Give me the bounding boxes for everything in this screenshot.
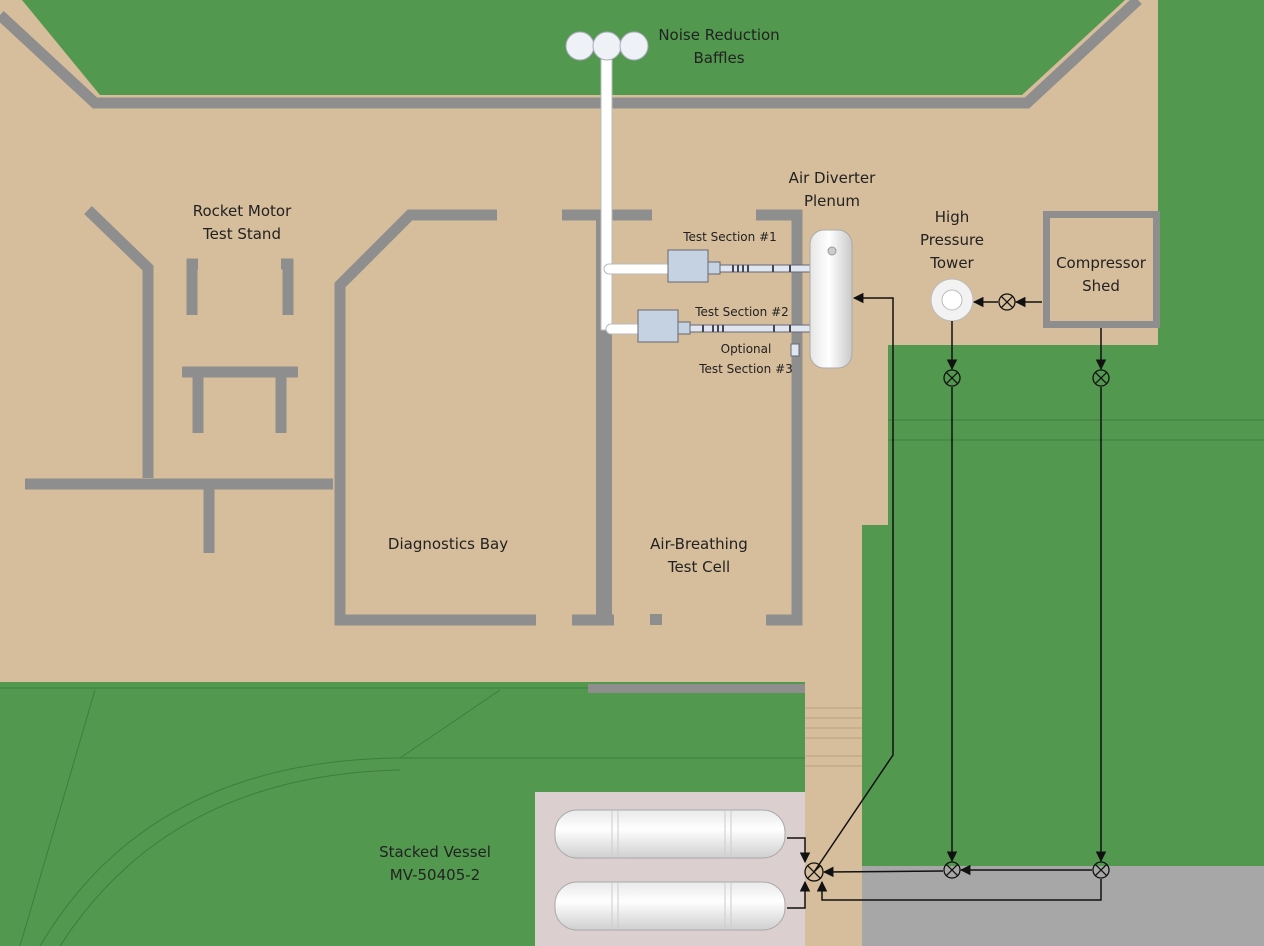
label-test-section-2: Test Section #2 <box>695 305 789 319</box>
facility-floor <box>0 0 1158 682</box>
label-line: Noise Reduction <box>658 26 780 44</box>
label-diagnostics-bay: Diagnostics Bay <box>387 535 509 553</box>
label-line: Test Cell <box>667 558 731 576</box>
label-line: Compressor <box>1056 254 1146 272</box>
compressor-shed <box>1043 211 1160 328</box>
label-line: Plenum <box>803 192 861 210</box>
flow-lines <box>787 292 1107 909</box>
stacked-vessel-tanks <box>554 809 786 931</box>
label-test-section-1: Test Section #1 <box>683 230 777 244</box>
valves <box>804 293 1110 882</box>
label-line: Rocket Motor <box>192 202 292 220</box>
air-diverter-plenum <box>809 229 853 369</box>
label-line: Pressure <box>919 231 985 249</box>
label-line: Test Stand <box>203 225 281 243</box>
paved-pad <box>862 866 1264 946</box>
south-wall <box>588 684 805 693</box>
wall-post <box>650 614 662 625</box>
walls <box>0 0 1142 626</box>
label-line: Stacked Vessel <box>379 843 491 861</box>
label-line: MV-50405-2 <box>389 866 481 884</box>
label-line: Air Diverter <box>788 169 876 187</box>
label-line: Optional <box>720 342 772 356</box>
high-pressure-tower <box>930 278 974 322</box>
label-line: Tower <box>930 254 974 272</box>
test-sections <box>637 249 811 357</box>
label-line: High <box>934 208 970 226</box>
label-line: Shed <box>1082 277 1120 295</box>
label-line: Test Section #3 <box>699 362 793 376</box>
noise-reduction-baffles <box>565 31 649 61</box>
label-line: Air-Breathing <box>650 535 748 553</box>
label-line: Baffles <box>693 49 745 67</box>
